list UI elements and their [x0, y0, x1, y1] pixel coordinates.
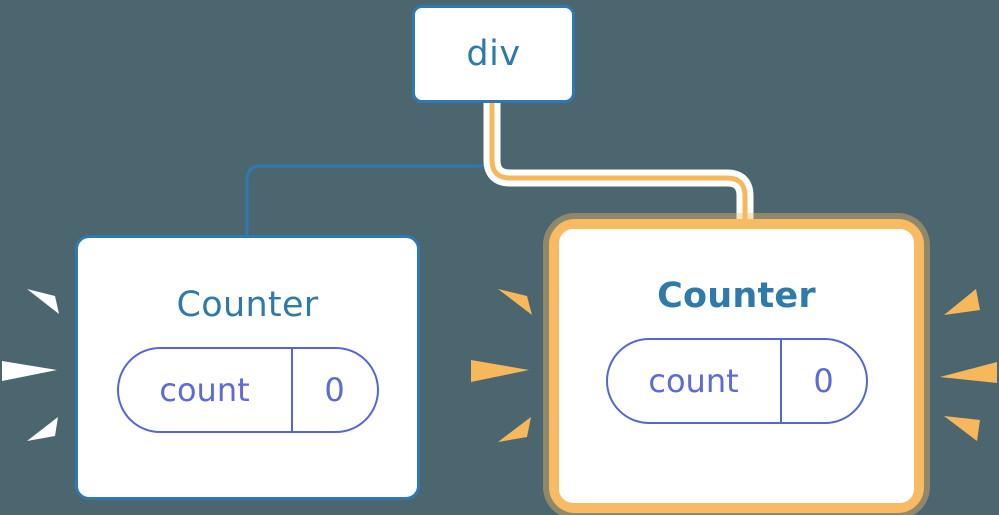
spark-orange-right-bottom [944, 416, 980, 441]
node-counter-left[interactable]: Counter count 0 [75, 235, 420, 500]
spark-orange-right-center [940, 362, 997, 383]
state-key-left: count [119, 349, 293, 431]
node-counter-left-label: Counter [176, 285, 319, 325]
node-counter-right[interactable]: Counter count 0 [549, 219, 924, 513]
edge-root-to-counter-right [489, 103, 748, 238]
sparks-far-left-group [2, 289, 59, 441]
state-key-right: count [608, 340, 782, 422]
node-div-label: div [466, 34, 521, 74]
spark-orange-mid-top [498, 289, 532, 315]
state-pill-left: count 0 [116, 347, 379, 433]
spark-orange-mid-center [471, 360, 529, 382]
sparks-mid-group [471, 289, 532, 442]
state-value-right: 0 [813, 362, 834, 400]
spark-white-bottom [27, 417, 58, 441]
node-counter-right-inner: Counter count 0 [559, 229, 914, 503]
spark-white-mid [2, 361, 57, 381]
state-pill-right: count 0 [605, 338, 868, 424]
node-counter-right-label: Counter [657, 276, 816, 316]
spark-orange-right-top [944, 289, 980, 315]
spark-orange-mid-bottom [498, 417, 531, 442]
state-value-left: 0 [324, 371, 345, 409]
node-div[interactable]: div [412, 5, 575, 103]
spark-white-top [27, 289, 59, 314]
sparks-far-right-group [940, 289, 997, 441]
